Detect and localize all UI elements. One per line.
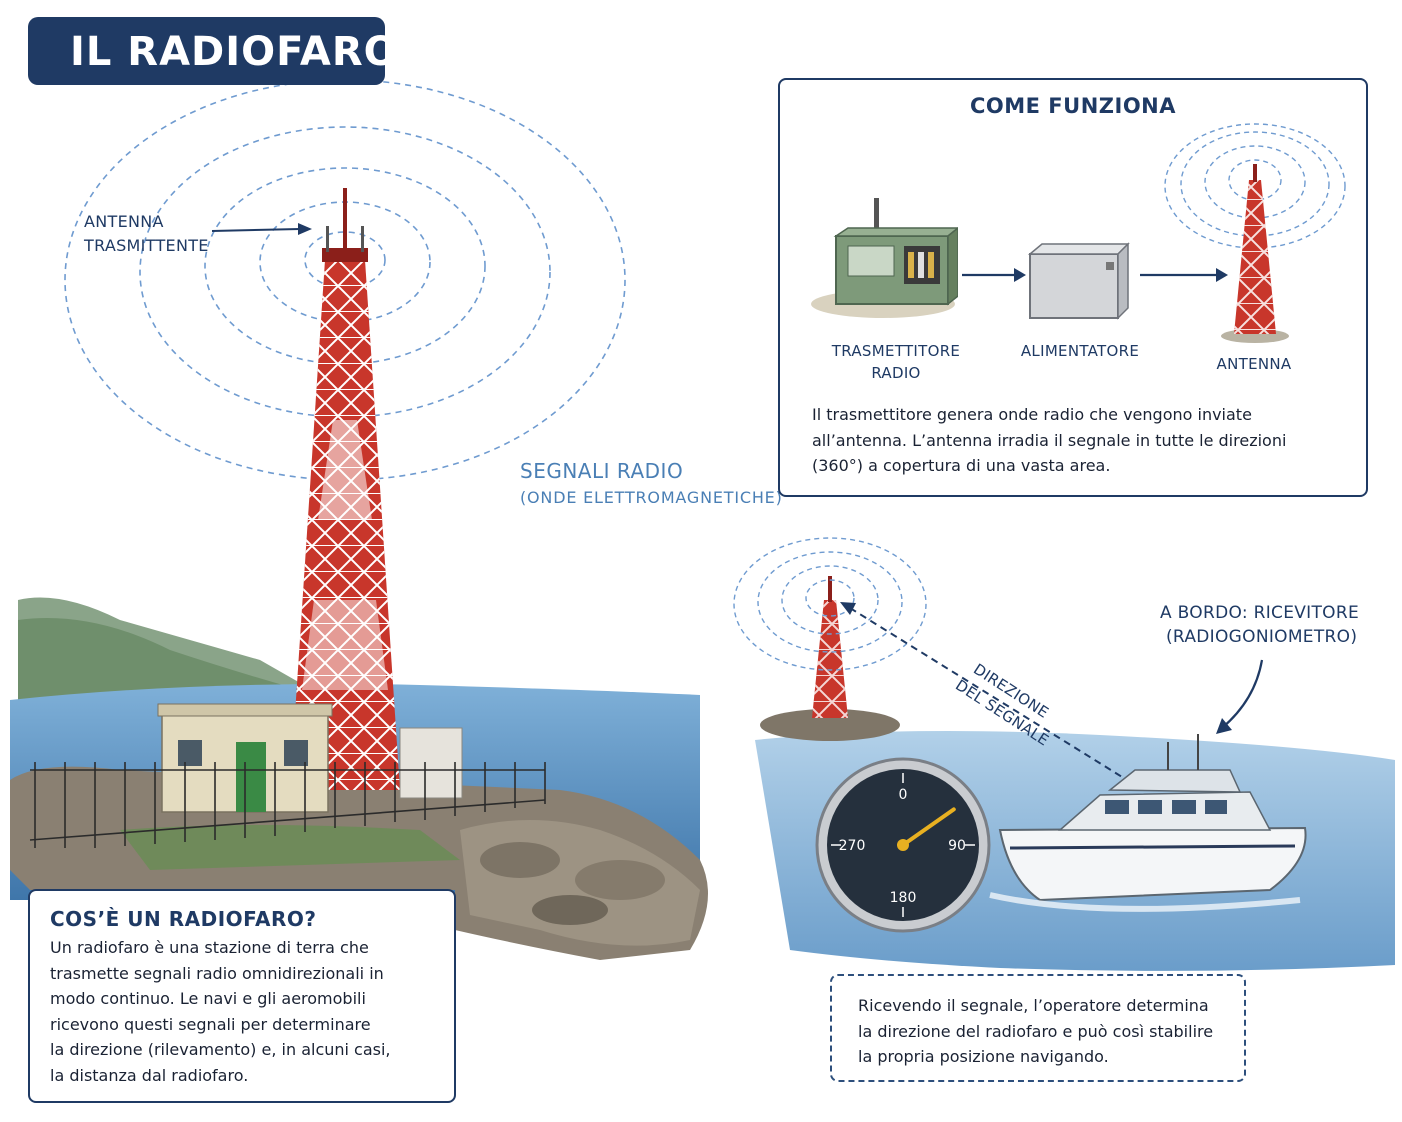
page-title: IL RADIOFARO	[70, 29, 399, 75]
receiving-description: Ricevendo il segnale, l’operatore determ…	[858, 993, 1242, 1070]
what-is-line-1: Un radiofaro è una stazione di terra che	[50, 938, 369, 957]
component-label-power-supply: ALIMENTATORE	[1020, 342, 1140, 360]
what-is-line-5: la direzione (rilevamento) e, in alcuni …	[50, 1040, 391, 1059]
how-it-works-line-2: all’antenna. L’antenna irradia il segnal…	[812, 430, 1287, 450]
fence	[29, 762, 546, 848]
radio-waves-distant	[733, 537, 927, 671]
how-it-works-description: Il trasmettitore genera onde radio che v…	[812, 402, 1352, 479]
component-label-antenna: ANTENNA	[1216, 355, 1292, 373]
antenna-label-line1: ANTENNA	[84, 212, 164, 231]
component-label-transmitter-line1: TRASMETTITORE	[831, 342, 961, 360]
compass-mark-90: 90	[948, 838, 966, 854]
distant-radiobeacon	[760, 576, 900, 741]
radio-signals-label: SEGNALI RADIO	[520, 459, 684, 483]
receiving-line-1: Ricevendo il segnale, l’operatore determ…	[858, 996, 1209, 1015]
antenna-tower-icon	[1164, 123, 1346, 343]
radio-signals-sublabel: (ONDE ELETTROMAGNETICHE)	[520, 488, 783, 507]
receiving-card: Ricevendo il segnale, l’operatore determ…	[830, 974, 1246, 1082]
what-is-line-3: modo continuo. Le navi e gli aeromobili	[50, 989, 366, 1008]
receiving-line-2: la direzione del radiofaro e può così st…	[858, 1021, 1214, 1041]
receiver-label-line1: A BORDO: RICEVITORE	[1160, 603, 1359, 623]
what-is-card: COS’È UN RADIOFARO? Un radiofaro è una s…	[28, 889, 456, 1103]
how-it-works-card: COME FUNZIONA	[778, 78, 1368, 497]
what-is-line-4: ricevono questi segnali per determinare	[50, 1014, 371, 1034]
compass-dial	[815, 757, 991, 933]
compass-mark-0: 0	[898, 787, 908, 803]
flow-arrow-1	[962, 268, 1026, 282]
title-banner	[28, 17, 385, 85]
what-is-line-2: trasmette segnali radio omnidirezionali …	[50, 963, 384, 983]
how-it-works-line-3: (360°) a copertura di una vasta area.	[812, 456, 1111, 475]
how-it-works-heading: COME FUNZIONA	[969, 94, 1176, 118]
how-it-works-line-1: Il trasmettitore genera onde radio che v…	[812, 405, 1252, 424]
receiver-pointer-arrow	[1221, 659, 1264, 729]
motor-boat	[989, 734, 1307, 912]
compass-mark-270: 270	[838, 838, 866, 854]
antenna-pointer-arrow	[211, 223, 312, 235]
receiver-label-line2: (RADIOGONIOMETRO)	[1166, 627, 1358, 647]
flow-arrow-2	[1140, 268, 1228, 282]
main-tower	[290, 188, 400, 790]
transmitter-box-icon	[811, 198, 958, 318]
compass-mark-180: 180	[889, 890, 917, 906]
what-is-line-6: la distanza dal radiofaro.	[50, 1065, 249, 1085]
compass-needle	[901, 807, 956, 847]
what-is-heading: COS’È UN RADIOFARO?	[50, 907, 317, 931]
receiving-line-3: la propria posizione navigando.	[858, 1047, 1109, 1066]
power-supply-icon	[1027, 242, 1130, 320]
what-is-description: Un radiofaro è una stazione di terra che…	[50, 935, 450, 1088]
component-label-transmitter-line2: RADIO	[871, 364, 921, 382]
antenna-label-line2: TRASMITTENTE	[84, 236, 209, 255]
